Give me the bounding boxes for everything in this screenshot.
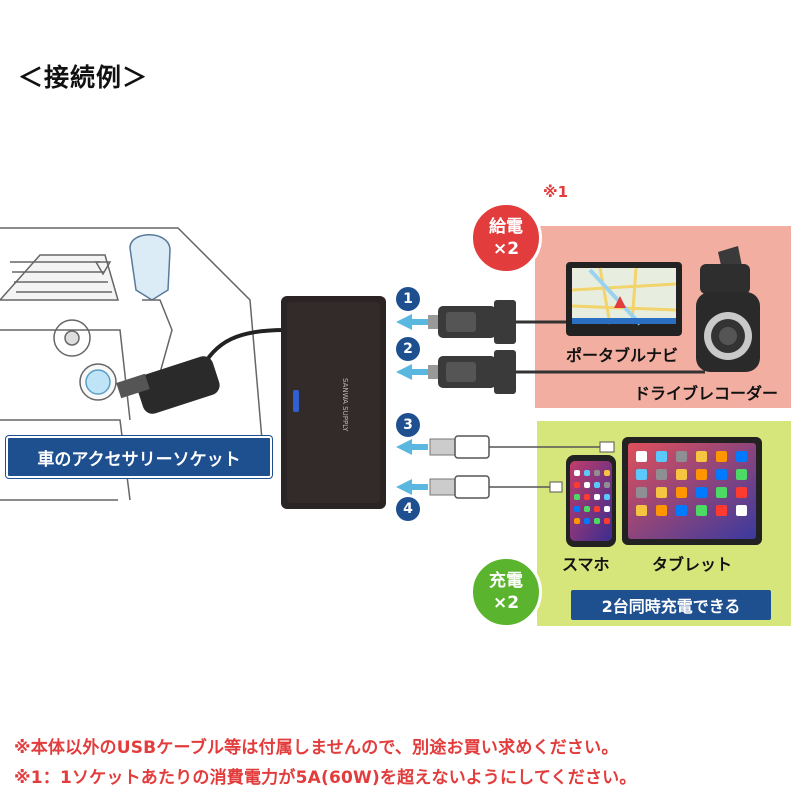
app-icon [676, 469, 687, 480]
app-icon [594, 482, 600, 488]
usb-hub-body [281, 296, 386, 509]
app-icon [736, 451, 747, 462]
port-number-1: 1 [396, 287, 420, 311]
app-icon [604, 470, 610, 476]
supply-footnote-mark: ※1 [543, 183, 569, 201]
supply-badge-count: ×2 [492, 239, 520, 259]
app-icon [574, 494, 580, 500]
app-icon [594, 506, 600, 512]
simultaneous-charge-label: 2台同時充電できる [571, 590, 771, 620]
app-icon [716, 487, 727, 498]
app-icon [656, 451, 667, 462]
note-cables: ※本体以外のUSBケーブル等は付属しませんので、別途お買い求めください。 [14, 738, 619, 758]
app-icons [574, 451, 747, 524]
app-icon [636, 451, 647, 462]
usb-cable-4 [429, 475, 563, 499]
app-icon [604, 482, 610, 488]
app-icon [636, 469, 647, 480]
app-icon [716, 451, 727, 462]
app-icon [584, 470, 590, 476]
app-icon [716, 469, 727, 480]
app-icon [736, 469, 747, 480]
smartphone-device [566, 455, 616, 547]
app-icon [696, 487, 707, 498]
dc-cable-2 [428, 350, 705, 394]
app-icon [604, 494, 610, 500]
usb-cable-3 [429, 435, 615, 459]
app-icon [676, 505, 687, 516]
app-icon [736, 487, 747, 498]
app-icon [594, 494, 600, 500]
port-number-4: 4 [396, 497, 420, 521]
portable-navi-device [566, 262, 682, 336]
app-icon [696, 469, 707, 480]
app-icon [716, 505, 727, 516]
app-icon [594, 518, 600, 524]
tablet-label: タブレット [652, 555, 733, 574]
app-icon [656, 505, 667, 516]
app-icon [584, 494, 590, 500]
app-icon [574, 482, 580, 488]
app-icon [594, 470, 600, 476]
car-charger-plug [116, 328, 286, 414]
app-icon [656, 469, 667, 480]
port-number-3: 3 [396, 413, 420, 437]
app-icon [736, 505, 747, 516]
navi-label: ポータブルナビ [566, 346, 679, 365]
app-icon [676, 451, 687, 462]
app-icon [696, 451, 707, 462]
recorder-label: ドライブレコーダー [634, 384, 779, 403]
drive-recorder-device [696, 246, 760, 372]
app-icon [584, 482, 590, 488]
app-icon [604, 506, 610, 512]
app-icon [636, 505, 647, 516]
dc-cable-1 [428, 300, 570, 344]
smartphone-label: スマホ [562, 555, 610, 574]
app-icon [636, 487, 647, 498]
note-power-limit: ※1：1ソケットあたりの消費電力が5A(60W)を超えないようにしてください。 [14, 768, 637, 788]
hub-brand-text: SANWA SUPPLY [341, 378, 349, 432]
supply-badge-title: 給電 [489, 217, 523, 237]
charge-badge-count: ×2 [492, 593, 520, 613]
page-heading: ＜接続例＞ [18, 63, 149, 92]
app-icon [574, 506, 580, 512]
charge-badge-title: 充電 [489, 571, 523, 591]
supply-badge: 給電 ×2 [470, 202, 542, 274]
app-icon [584, 506, 590, 512]
port-arrows [396, 314, 428, 495]
app-icon [574, 470, 580, 476]
app-icon [676, 487, 687, 498]
port-number-2: 2 [396, 337, 420, 361]
accessory-socket-label: 車のアクセサリーソケット [6, 436, 272, 478]
app-icon [696, 505, 707, 516]
app-icon [584, 518, 590, 524]
app-icon [604, 518, 610, 524]
app-icon [574, 518, 580, 524]
app-icon [656, 487, 667, 498]
charge-badge: 充電 ×2 [470, 556, 542, 628]
